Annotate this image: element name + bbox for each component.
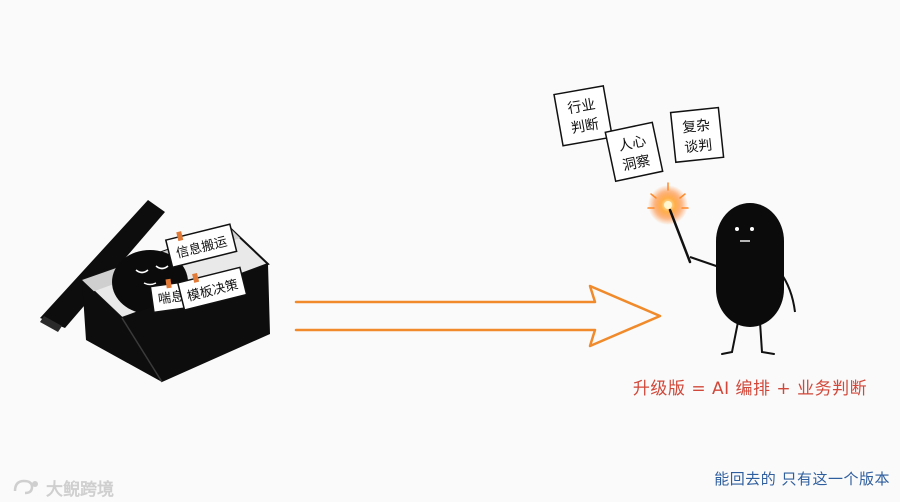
card-info-transfer: 信息搬运 <box>164 223 238 269</box>
magic-wand <box>668 208 692 264</box>
box-lid <box>40 200 165 328</box>
card-breath: 喘息 <box>149 278 193 314</box>
upgrade-caption: 升级版 = AI 编排 + 业务判断 <box>632 379 868 399</box>
card-human-insight: 人心 洞察 <box>604 121 664 183</box>
watermark-logo-icon <box>13 479 38 495</box>
card-complex-negotiation: 复杂 谈判 <box>669 106 725 164</box>
watermark: 大鲵跨境 <box>12 476 114 500</box>
box-group: 信息搬运 喘息 模板决策 <box>40 200 270 383</box>
card-complex-negotiation-line1: 复杂 <box>681 117 711 137</box>
card-industry-judgment-line1: 行业 <box>566 97 596 118</box>
card-industry-judgment: 行业 判断 <box>553 84 614 147</box>
card-human-insight-line1: 人心 <box>617 133 648 154</box>
card-human-insight-line2: 洞察 <box>621 152 652 174</box>
footer-note: 能回去的 只有这一个版本 <box>714 470 890 488</box>
transition-arrow <box>294 284 662 348</box>
watermark-text: 大鲵跨境 <box>46 479 114 500</box>
card-complex-negotiation-line2: 谈判 <box>684 137 714 156</box>
standing-character <box>647 182 796 355</box>
card-breath-label: 喘息 <box>157 288 185 307</box>
card-industry-judgment-line2: 判断 <box>570 116 600 137</box>
character-body <box>716 203 784 327</box>
